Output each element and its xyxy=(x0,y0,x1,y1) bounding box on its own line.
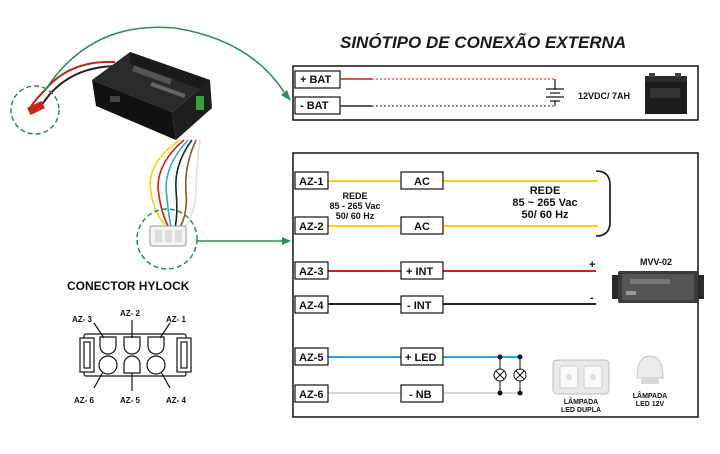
rede-left-text: REDE 85 - 265 Vac 50/ 60 Hz xyxy=(329,191,380,221)
pos-bat-label: + BAT xyxy=(300,74,332,86)
lamp-12v-line2: LED 12V xyxy=(636,401,665,408)
svg-text:85 - 265 Vac: 85 - 265 Vac xyxy=(329,201,380,211)
arrow-to-battery-head xyxy=(281,90,291,101)
neg-bat-label: - BAT xyxy=(300,100,329,112)
mvv-module-icon xyxy=(612,271,704,303)
signal-int-neg: - INT xyxy=(400,295,444,314)
svg-text:50/ 60 Hz: 50/ 60 Hz xyxy=(521,209,569,221)
pin-az2: AZ- 2 xyxy=(120,309,141,318)
connector-diagram xyxy=(79,320,192,391)
battery-panel xyxy=(292,65,699,121)
wire-harness xyxy=(149,139,201,231)
battery-connector-highlight xyxy=(10,85,60,135)
arrow-to-panel-head xyxy=(282,237,291,245)
terminal-az5: AZ-5 xyxy=(294,347,329,366)
rede-right-text: REDE 85 ~ 265 Vac 50/ 60 Hz xyxy=(512,185,577,221)
lamp-dupla-line1: LÂMPADA xyxy=(564,397,598,406)
terminal-az6-label: AZ-6 xyxy=(299,389,323,401)
svg-text:AC: AC xyxy=(414,176,430,188)
pin-az6: AZ- 6 xyxy=(74,396,95,405)
pin-az5: AZ- 5 xyxy=(120,396,141,405)
svg-text:- INT: - INT xyxy=(407,300,432,312)
terminal-az3-label: AZ-3 xyxy=(299,266,323,278)
pin-az3: AZ- 3 xyxy=(72,315,93,324)
mvv-label: MVV-02 xyxy=(640,257,672,267)
terminal-az2: AZ-2 xyxy=(294,216,329,235)
terminal-az1: AZ-1 xyxy=(294,171,329,190)
terminal-az5-label: AZ-5 xyxy=(299,352,323,364)
hylock-connector-highlight xyxy=(136,208,198,270)
signal-led: + LED xyxy=(400,347,444,366)
arrow-to-battery xyxy=(43,26,285,93)
pin-az1: AZ- 1 xyxy=(166,315,187,324)
battery-spec: 12VDC/ 7AH xyxy=(578,91,630,101)
terminal-az2-label: AZ-2 xyxy=(299,221,323,233)
mvv-minus: - xyxy=(590,292,594,304)
bulb-symbols-icon xyxy=(493,354,527,396)
terminal-az3: AZ-3 xyxy=(294,261,329,280)
battery-symbol-icon xyxy=(546,79,564,106)
lamp-dupla-line2: LED DUPLA xyxy=(561,407,601,414)
battery-plug-icon xyxy=(27,101,45,115)
ac-bracket xyxy=(595,170,611,237)
diagram-title: SINÓTIPO DE CONEXÃO EXTERNA xyxy=(340,32,626,52)
signal-int-pos: + INT xyxy=(400,261,444,280)
signal-nb: - NB xyxy=(400,384,444,403)
svg-text:+ INT: + INT xyxy=(406,266,433,278)
svg-text:+ LED: + LED xyxy=(405,352,437,364)
device-module-icon xyxy=(92,52,212,140)
lamp-12v-line1: LÂMPADA xyxy=(633,391,667,400)
svg-text:REDE: REDE xyxy=(530,185,561,197)
svg-text:- NB: - NB xyxy=(409,389,432,401)
svg-text:REDE: REDE xyxy=(342,191,367,201)
battery-icon xyxy=(645,73,687,114)
svg-text:85 ~ 265 Vac: 85 ~ 265 Vac xyxy=(512,197,577,209)
terminal-az4-label: AZ-4 xyxy=(299,300,324,312)
signal-ac1: AC xyxy=(400,171,444,190)
svg-text:AC: AC xyxy=(414,221,430,233)
terminal-az4: AZ-4 xyxy=(294,295,329,314)
hylock-plug-icon xyxy=(149,225,187,247)
svg-text:50/ 60 Hz: 50/ 60 Hz xyxy=(336,211,375,221)
connector-title: CONECTOR HYLOCK xyxy=(67,279,190,293)
led-12v-icon xyxy=(636,355,664,384)
terminal-az1-label: AZ-1 xyxy=(299,176,323,188)
pin-az4: AZ- 4 xyxy=(166,396,187,405)
terminal-az6: AZ-6 xyxy=(294,384,329,403)
signal-ac2: AC xyxy=(400,216,444,235)
mvv-plus: + xyxy=(589,259,595,271)
led-dupla-icon xyxy=(552,359,610,395)
